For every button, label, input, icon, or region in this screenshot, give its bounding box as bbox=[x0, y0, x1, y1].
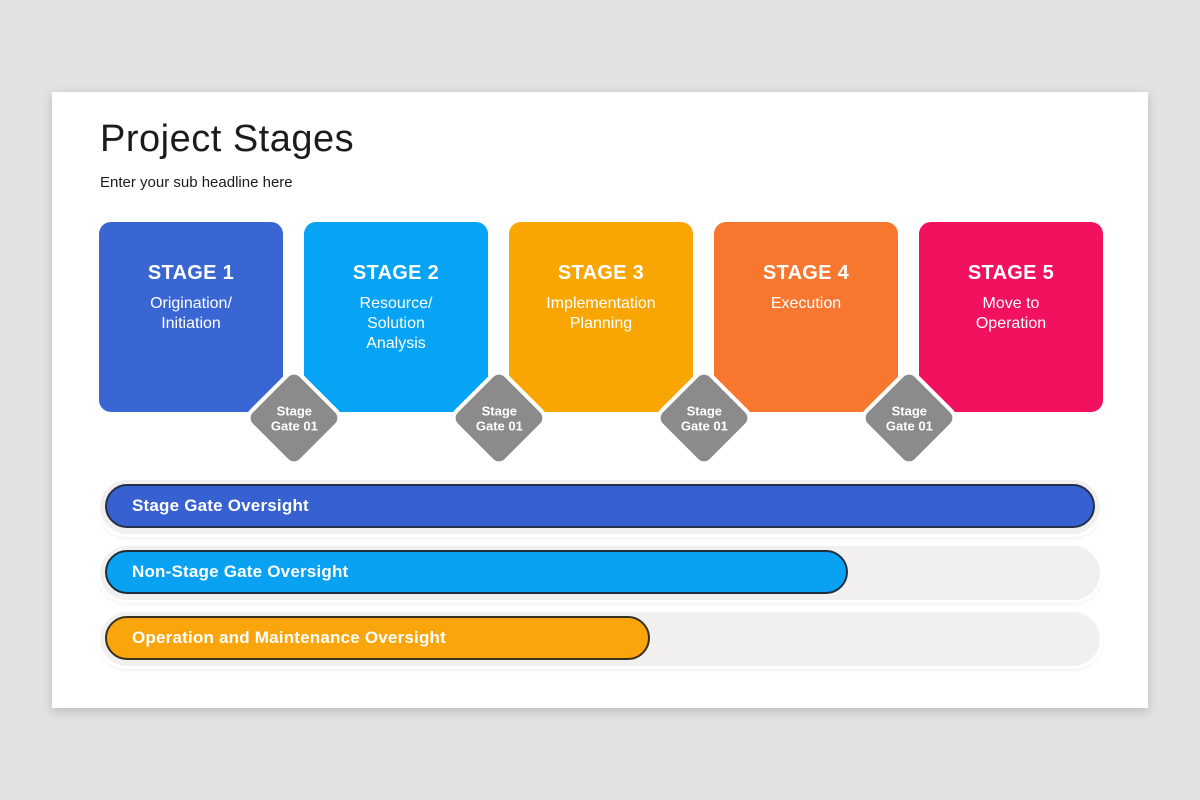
oversight-bar-3-label: Operation and Maintenance Oversight bbox=[132, 628, 447, 647]
oversight-track-3: Operation and Maintenance Oversight bbox=[100, 612, 1100, 666]
stage-3-title: STAGE 3 bbox=[557, 262, 645, 284]
stage-1-title: STAGE 1 bbox=[147, 262, 235, 284]
slide-card: Project Stages Enter your sub headline h… bbox=[52, 92, 1148, 708]
stage-gate-4-label: Stage Gate 01 bbox=[885, 402, 933, 433]
stage-card-1: STAGE 1 Origination/ Initiation bbox=[99, 222, 283, 412]
stage-4-description: Execution bbox=[770, 295, 842, 312]
stage-2-title: STAGE 2 bbox=[352, 262, 440, 284]
stage-1-description: Origination/ Initiation bbox=[150, 295, 232, 332]
stage-row: STAGE 1 Origination/ Initiation STAGE 2 … bbox=[99, 222, 1103, 412]
stage-3-description: Implementation Planning bbox=[546, 295, 656, 332]
oversight-track-2: Non-Stage Gate Oversight bbox=[100, 546, 1100, 600]
stage-5-description: Move to Operation bbox=[975, 295, 1047, 332]
stage-card-2: STAGE 2 Resource/ Solution Analysis bbox=[304, 222, 488, 412]
oversight-track-1: Stage Gate Oversight bbox=[100, 480, 1100, 534]
stage-card-4: STAGE 4 Execution bbox=[714, 222, 898, 412]
stage-2-description: Resource/ Solution Analysis bbox=[359, 295, 433, 352]
stage-gate-2-label: Stage Gate 01 bbox=[475, 402, 523, 433]
oversight-bar-non-stage-gate: Non-Stage Gate Oversight bbox=[105, 550, 848, 594]
stage-card-3: STAGE 3 Implementation Planning bbox=[509, 222, 693, 412]
oversight-bar-stage-gate: Stage Gate Oversight bbox=[105, 484, 1095, 528]
page-title: Project Stages bbox=[100, 118, 355, 160]
stage-gate-1-label: Stage Gate 01 bbox=[270, 402, 318, 433]
stage-card-5: STAGE 5 Move to Operation bbox=[919, 222, 1103, 412]
oversight-bar-operation-maintenance: Operation and Maintenance Oversight bbox=[105, 616, 650, 660]
oversight-bar-2-label: Non-Stage Gate Oversight bbox=[132, 562, 349, 581]
stage-4-title: STAGE 4 bbox=[762, 262, 850, 284]
oversight-bar-1-label: Stage Gate Oversight bbox=[132, 496, 309, 515]
page-subtitle: Enter your sub headline here bbox=[100, 174, 293, 191]
stage-5-title: STAGE 5 bbox=[967, 262, 1055, 284]
stage-gate-3-label: Stage Gate 01 bbox=[680, 402, 728, 433]
